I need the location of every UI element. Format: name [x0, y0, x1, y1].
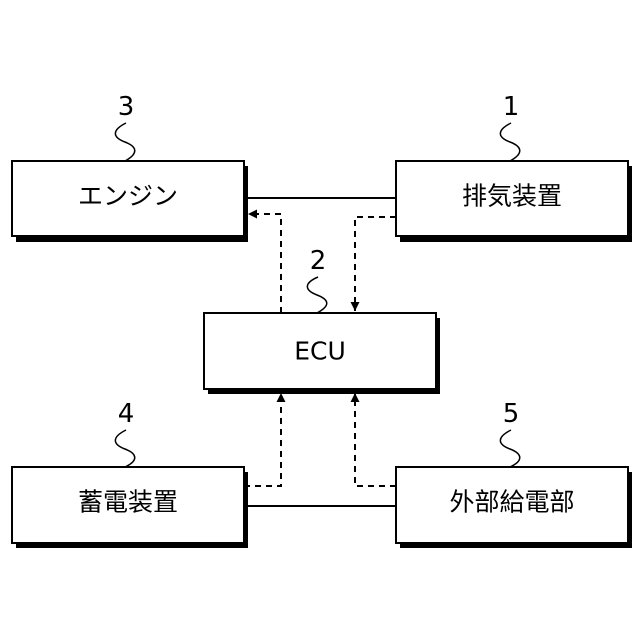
- external-power-to-ecu-signal: [355, 393, 396, 486]
- storage-to-ecu-signal: [244, 393, 281, 486]
- ref-numeral-2: 2: [310, 246, 327, 276]
- engine-block: エンジン: [12, 161, 248, 242]
- ecu-label: ECU: [294, 337, 346, 366]
- external-power-block: 外部給電部: [396, 467, 632, 548]
- ref-numeral-3: 3: [118, 92, 135, 122]
- ref-numeral-5: 5: [503, 399, 520, 429]
- leader-5: [500, 430, 519, 467]
- ecu-to-engine-signal: [248, 214, 281, 313]
- ref-numeral-1: 1: [503, 92, 520, 122]
- leader-3: [115, 123, 134, 161]
- external-power-label: 外部給電部: [449, 488, 574, 517]
- engine-label: エンジン: [78, 182, 178, 211]
- exhaust-to-ecu-signal: [355, 217, 396, 311]
- exhaust-device-block: 排気装置: [396, 161, 632, 242]
- leader-4: [115, 430, 134, 467]
- ecu-block: ECU: [204, 313, 440, 394]
- leader-2: [307, 277, 326, 313]
- exhaust-device-label: 排気装置: [462, 182, 562, 211]
- leader-1: [500, 123, 519, 161]
- storage-device-label: 蓄電装置: [78, 488, 178, 517]
- ref-numeral-4: 4: [118, 399, 135, 429]
- storage-device-block: 蓄電装置: [12, 467, 248, 548]
